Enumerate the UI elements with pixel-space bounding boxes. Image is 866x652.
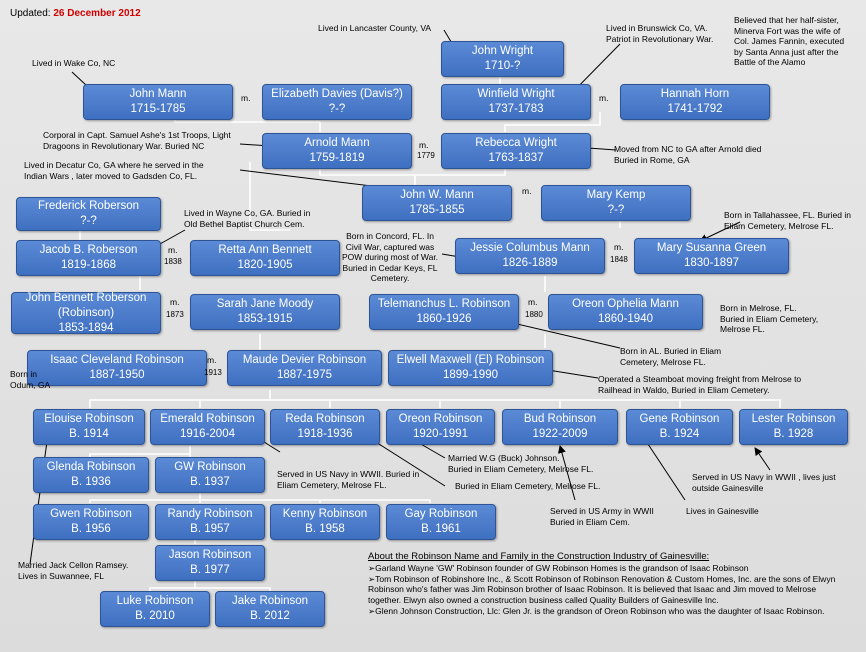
person-john-bennett-roberson[interactable]: John Bennett Roberson(Robinson)1853-1894	[11, 292, 161, 334]
note-wake: Lived in Wake Co, NC	[32, 58, 116, 68]
marriage-year: 1779	[417, 151, 435, 160]
marriage-label: m.	[168, 245, 178, 255]
note-melrose: Born in Melrose, FL. Buried in Eliam Cem…	[720, 303, 819, 334]
person-frederick-roberson[interactable]: Frederick Roberson?-?	[16, 197, 161, 231]
note-gainesville: Lives in Gainesville	[686, 506, 759, 516]
about-line: ➢Glenn Johnson Construction, Llc: Glen J…	[368, 605, 825, 616]
marriage-label: m.	[522, 186, 532, 196]
marriage-label: m.	[528, 297, 538, 307]
note-tallahassee: Born in Tallahassee, FL. Buried in Eliam…	[724, 210, 851, 231]
note-wayne: Lived in Wayne Co, GA. Buried in Old Bet…	[184, 208, 311, 229]
updated-date: 26 December 2012	[53, 8, 141, 19]
about-line: ➢Tom Robinson of Robinshore Inc., & Scot…	[368, 573, 836, 606]
person-mary-kemp[interactable]: Mary Kemp?-?	[541, 185, 691, 221]
about-title: About the Robinson Name and Family in th…	[368, 551, 710, 562]
note-married-wg: Married W.G (Buck) Johnson. Buried in El…	[448, 453, 594, 474]
note-ramsey: Married Jack Cellon Ramsey. Lives in Suw…	[18, 560, 129, 581]
marriage-label: m.	[207, 355, 217, 365]
person-elizabeth-davies[interactable]: Elizabeth Davies (Davis?)?-?	[262, 84, 412, 120]
marriage-label: m.	[419, 140, 429, 150]
marriage-year: 1880	[525, 310, 543, 319]
note-brunswick: Lived in Brunswick Co, VA. Patriot in Re…	[606, 23, 714, 44]
about-line: ➢Garland Wayne 'GW' Robinson founder of …	[368, 562, 749, 573]
marriage-year: 1873	[166, 310, 184, 319]
note-born-al: Born in AL. Buried in Eliam Cemetery, Me…	[620, 346, 722, 367]
updated-label: Updated: 26 December 2012	[10, 8, 141, 19]
marriage-year: 1838	[164, 257, 182, 266]
note-navy-lester: Served in US Navy in WWII , lives just o…	[692, 472, 836, 493]
note-decatur: Lived in Decatur Co, GA where he served …	[24, 160, 204, 181]
note-corporal: Corporal in Capt. Samuel Ashe's 1st Troo…	[43, 130, 231, 151]
note-steamboat: Operated a Steamboat moving freight from…	[598, 374, 802, 395]
marriage-label: m.	[599, 93, 609, 103]
marriage-year: 1848	[610, 255, 628, 264]
marriage-year: 1913	[204, 368, 222, 377]
note-concord: Born in Concord, FL. In Civil War, captu…	[342, 231, 439, 283]
note-navy-emerald: Served in US Navy in WWII. Buried in Eli…	[277, 469, 420, 490]
note-moved: Moved from NC to GA after Arnold died Bu…	[614, 144, 762, 165]
marriage-label: m.	[170, 297, 180, 307]
marriage-label: m.	[614, 242, 624, 252]
about-section: About the Robinson Name and Family in th…	[368, 551, 838, 617]
note-odum: Born in Odum, GA	[10, 369, 51, 390]
note-lancaster: Lived in Lancaster County, VA	[318, 23, 432, 33]
note-halfsister: Believed that her half-sister, Minerva F…	[734, 15, 845, 67]
marriage-label: m.	[241, 93, 251, 103]
note-reda-buried: Buried in Eliam Cemetery, Melrose FL.	[455, 481, 601, 491]
note-army: Served in US Army in WWII Buried in Elia…	[550, 506, 654, 527]
